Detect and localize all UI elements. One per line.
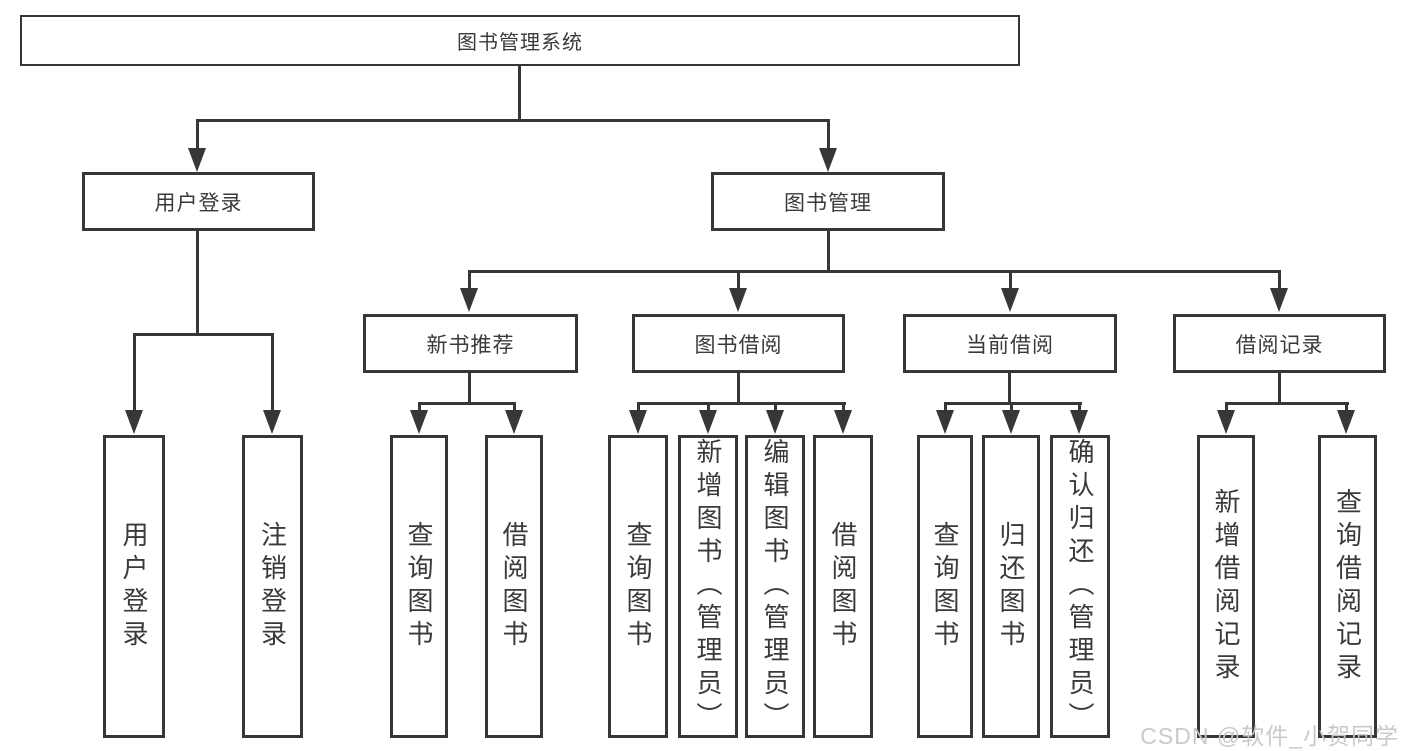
node-label: 图书管理: [784, 191, 872, 215]
connector-line: [196, 231, 199, 336]
node-label: 借阅记录: [1235, 333, 1324, 357]
connector-line: [637, 402, 640, 410]
connector-line: [196, 119, 199, 148]
leaf-label: 确认归还（管理员）: [1065, 438, 1095, 735]
connector-line: [133, 333, 136, 410]
connector-line: [196, 119, 830, 122]
arrow-down-icon: [834, 410, 852, 434]
connector-line: [737, 373, 740, 405]
connector-line: [513, 402, 516, 410]
leaf-query-books-recommend: 查询图书: [390, 435, 448, 738]
node-current-borrowing: 当前借阅: [903, 314, 1117, 373]
node-book-borrowing: 图书借阅: [632, 314, 845, 373]
leaf-label: 查询图书: [404, 520, 434, 653]
arrow-down-icon: [1070, 410, 1088, 434]
csdn-watermark: CSDN @软件_小贺同学: [1140, 723, 1399, 749]
leaf-label: 编辑图书（管理员）: [760, 438, 790, 735]
arrow-down-icon: [410, 410, 428, 434]
node-library-management-system: 图书管理系统: [20, 15, 1020, 66]
connector-line: [827, 231, 830, 273]
connector-line: [1225, 402, 1349, 405]
arrow-down-icon: [936, 410, 954, 434]
connector-line: [1278, 270, 1281, 288]
connector-line: [271, 333, 274, 410]
arrow-down-icon: [1001, 288, 1019, 312]
node-book-management: 图书管理: [711, 172, 945, 231]
connector-line: [774, 402, 777, 410]
connector-line: [827, 119, 830, 148]
leaf-user-login: 用户登录: [103, 435, 165, 738]
leaf-return-book: 归还图书: [982, 435, 1040, 738]
leaf-add-book-admin: 新增图书（管理员）: [678, 435, 738, 738]
arrow-down-icon: [1337, 410, 1355, 434]
leaf-edit-book-admin: 编辑图书（管理员）: [745, 435, 805, 738]
arrow-down-icon: [699, 410, 717, 434]
node-label: 图书管理系统: [457, 32, 583, 54]
arrow-down-icon: [263, 410, 281, 434]
leaf-label: 新增借阅记录: [1211, 487, 1241, 686]
arrow-down-icon: [125, 410, 143, 434]
arrow-down-icon: [1217, 410, 1235, 434]
arrow-down-icon: [629, 410, 647, 434]
leaf-label: 新增图书（管理员）: [693, 438, 723, 735]
node-label: 当前借阅: [966, 333, 1054, 357]
leaf-borrow-books-borrowing: 借阅图书: [813, 435, 873, 738]
node-label: 用户登录: [154, 191, 243, 215]
connector-line: [944, 402, 1082, 405]
leaf-label: 用户登录: [119, 520, 149, 653]
connector-line: [1008, 373, 1011, 405]
leaf-label: 注销登录: [257, 520, 288, 653]
leaf-confirm-return-admin: 确认归还（管理员）: [1050, 435, 1110, 738]
leaf-add-borrow-record: 新增借阅记录: [1197, 435, 1255, 738]
connector-line: [133, 333, 274, 336]
connector-line: [468, 373, 471, 405]
connector-line: [707, 402, 710, 410]
leaf-logout: 注销登录: [242, 435, 303, 738]
leaf-query-borrow-record: 查询借阅记录: [1318, 435, 1377, 738]
arrow-down-icon: [505, 410, 523, 434]
connector-line: [737, 270, 740, 288]
arrow-down-icon: [460, 288, 478, 312]
connector-line: [1009, 270, 1012, 288]
connector-line: [944, 402, 947, 410]
connector-line: [468, 270, 1281, 273]
node-user-login: 用户登录: [82, 172, 315, 231]
connector-line: [1225, 402, 1228, 410]
arrow-down-icon: [1270, 288, 1288, 312]
leaf-query-books-current: 查询图书: [917, 435, 973, 738]
connector-line: [418, 402, 516, 405]
leaf-label: 借阅图书: [828, 520, 858, 653]
connector-line: [637, 402, 846, 405]
node-label: 图书借阅: [694, 333, 783, 357]
leaf-query-books-borrowing: 查询图书: [608, 435, 668, 738]
arrow-down-icon: [729, 288, 747, 312]
leaf-label: 借阅图书: [499, 520, 529, 653]
connector-line: [1078, 402, 1081, 410]
connector-line: [1345, 402, 1348, 410]
node-label: 新书推荐: [426, 333, 515, 357]
leaf-borrow-books-recommend: 借阅图书: [485, 435, 543, 738]
connector-line: [842, 402, 845, 410]
arrow-down-icon: [188, 148, 206, 172]
connector-line: [468, 270, 471, 288]
leaf-label: 查询借阅记录: [1332, 487, 1363, 686]
node-new-book-recommend: 新书推荐: [363, 314, 578, 373]
connector-line: [1278, 373, 1281, 405]
connector-line: [518, 66, 521, 122]
arrow-down-icon: [766, 410, 784, 434]
connector-line: [1010, 402, 1013, 410]
leaf-label: 归还图书: [996, 520, 1026, 653]
arrow-down-icon: [1002, 410, 1020, 434]
arrow-down-icon: [819, 148, 837, 172]
leaf-label: 查询图书: [623, 520, 653, 653]
leaf-label: 查询图书: [930, 520, 960, 653]
connector-line: [418, 402, 421, 410]
node-borrowing-records: 借阅记录: [1173, 314, 1386, 373]
